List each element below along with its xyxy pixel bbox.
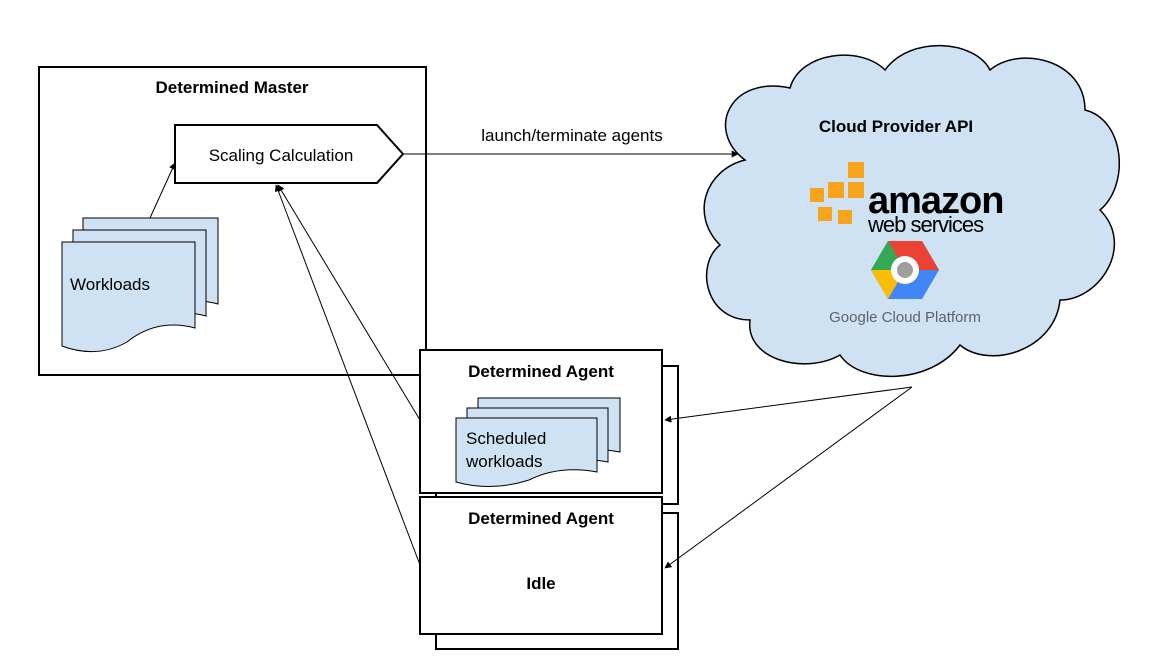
gcp-label: Google Cloud Platform	[829, 309, 981, 326]
gcp-hexagon-icon	[871, 241, 939, 299]
agent-busy-title: Determined Agent	[468, 362, 614, 381]
workloads-label: Workloads	[70, 275, 150, 294]
workloads-stack: Workloads	[61, 217, 219, 353]
cloud-provider: Cloud Provider API amazon web services	[703, 44, 1120, 378]
agent-idle-title: Determined Agent	[468, 509, 614, 528]
launch-terminate-label: launch/terminate agents	[481, 126, 662, 145]
arrow-cloud-to-agent-busy	[664, 386, 913, 423]
aws-cubes-icon	[810, 162, 864, 224]
arrow-workloads-to-scaling	[149, 162, 176, 219]
arrow-cloud-to-agent-idle	[664, 386, 913, 569]
scaling-calculation-node: Scaling Calculation	[174, 124, 405, 184]
scheduled-workloads-line1: Scheduled	[466, 429, 546, 448]
agent-idle: Determined Agent Idle	[419, 496, 679, 650]
cloud-shape	[703, 44, 1120, 378]
agent-busy: Determined Agent Scheduled workloads	[419, 349, 679, 505]
aws-logo: amazon web services	[810, 162, 1004, 237]
aws-brand-top: amazon	[868, 180, 1003, 222]
arrow-agent-busy-to-scaling	[277, 184, 421, 421]
scaling-calculation-label: Scaling Calculation	[209, 146, 354, 165]
gcp-logo: Google Cloud Platform	[829, 241, 981, 326]
scheduled-workloads-line2: workloads	[465, 452, 543, 471]
cloud-title: Cloud Provider API	[819, 117, 973, 136]
arrow-agent-idle-to-scaling	[274, 184, 421, 566]
master-title: Determined Master	[155, 78, 308, 97]
scheduled-workloads-stack: Scheduled workloads	[455, 397, 621, 488]
aws-brand-bottom: web services	[867, 212, 984, 237]
agent-idle-status: Idle	[526, 574, 555, 593]
